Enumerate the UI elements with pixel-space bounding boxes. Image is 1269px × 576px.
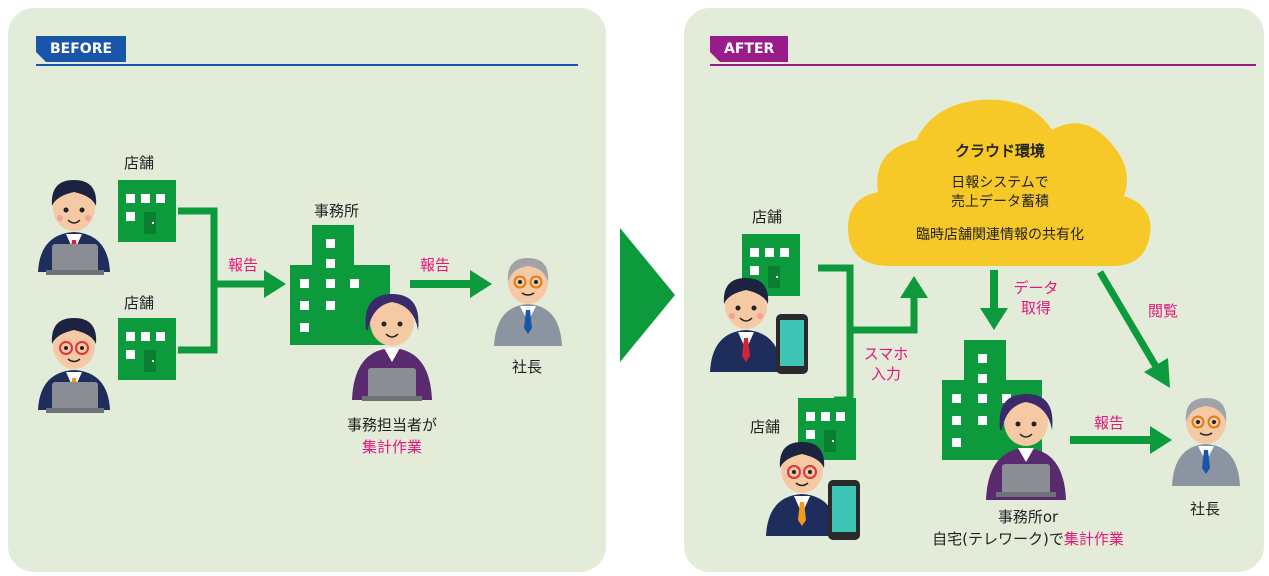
clerk-highlight: 集計作業 [361, 438, 422, 456]
smartphone-icon [828, 480, 860, 540]
worker-icon [38, 180, 110, 275]
report-label: 報告 [228, 256, 259, 274]
store-label: 店舗 [124, 154, 155, 172]
office-label: 事務所 [314, 202, 360, 220]
cloud-title: クラウド環境 [954, 142, 1045, 160]
president-label: 社長 [1190, 500, 1221, 518]
report-arrow [410, 280, 472, 288]
cloud-line: 日報システムで [951, 175, 1049, 191]
worker-icon [38, 318, 110, 413]
worker-icon [710, 278, 782, 372]
data-get-arrow [990, 270, 998, 310]
view-label: 閲覧 [1148, 302, 1179, 320]
chevron-right-icon [620, 228, 675, 362]
before-rule [36, 64, 578, 66]
store-label: 店舗 [752, 208, 783, 226]
store-icon [118, 318, 176, 380]
report-label: 報告 [420, 256, 451, 274]
after-tag: AFTER [710, 36, 788, 62]
report-arrow [1070, 436, 1152, 444]
store-label: 店舗 [750, 418, 781, 436]
store-icon [118, 180, 176, 242]
report-arrow [178, 207, 266, 354]
cloud-line: 売上データ蓄積 [951, 194, 1049, 210]
smartphone-input-label: スマホ 入力 [863, 345, 909, 383]
cloud-shape [848, 99, 1151, 266]
after-rule [710, 64, 1256, 66]
before-tag: BEFORE [36, 36, 126, 62]
view-arrow [1096, 270, 1162, 372]
president-label: 社長 [512, 358, 543, 376]
smartphone-icon [776, 314, 808, 374]
smartphone-input-arrow [818, 264, 918, 404]
office-caption: 事務所or 自宅(テレワーク)で集計作業 [918, 506, 1138, 550]
clerk-caption: 事務担当者が 集計作業 [334, 414, 450, 458]
president-icon [494, 258, 562, 346]
store-label: 店舗 [124, 294, 155, 312]
office-line: 事務所or [997, 508, 1059, 526]
president-icon [1172, 398, 1240, 486]
clerk-icon [352, 294, 432, 401]
cloud-line: 臨時店舗関連情報の共有化 [916, 227, 1084, 243]
data-get-label: データ 取得 [1013, 279, 1059, 317]
clerk-text: 事務担当者が [346, 416, 437, 434]
clerk-icon [986, 394, 1066, 500]
report-label: 報告 [1094, 414, 1125, 432]
worker-icon [766, 442, 838, 536]
office-line: 自宅(テレワーク)で集計作業 [932, 530, 1124, 548]
